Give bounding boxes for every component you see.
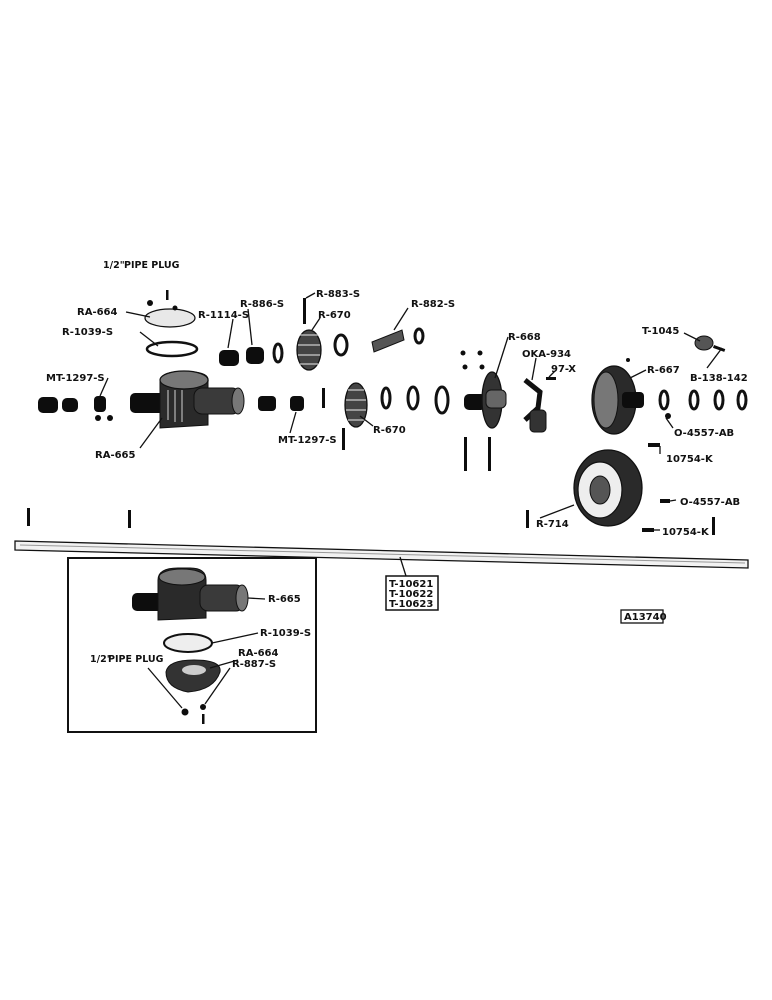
rings-mid	[380, 350, 485, 415]
inset-gasket-r1039s	[163, 633, 213, 653]
label-ra665: RA-665	[95, 450, 136, 461]
cap-t1045	[694, 335, 726, 352]
inset-pipe-plug	[181, 708, 189, 716]
bearing-r886s	[246, 347, 264, 364]
label-mt1297s-mid: MT-1297-S	[278, 435, 337, 446]
label-r714: R-714	[536, 519, 569, 530]
label-pipe-plug-top-num: 1/2"	[103, 260, 125, 271]
bushings-mt1297s-mid	[258, 388, 325, 411]
label-r883s: R-883-S	[316, 289, 360, 300]
shaft-pins	[27, 508, 715, 535]
inset-label-r887s: R-887-S	[232, 659, 276, 670]
callout-labels: 1/2" PIPE PLUG RA-664 R-1039-S MT-1297-S…	[46, 260, 748, 538]
bolt-10754k-2	[642, 528, 654, 532]
label-r882s: R-882-S	[411, 299, 455, 310]
inset-label-r665: R-665	[268, 594, 301, 605]
drum-r667	[591, 358, 644, 435]
shaft-r882s	[371, 327, 425, 353]
inset-label-ra664: RA-664	[238, 648, 279, 659]
inset-box: R-665 R-1039-S 1/2" PIPE PLUG RA-664 R-8…	[67, 557, 317, 733]
inset-label-r1039s: R-1039-S	[260, 628, 311, 639]
washer-ring	[272, 342, 284, 364]
label-r670-top: R-670	[318, 310, 351, 321]
bearing-r1114s	[219, 350, 239, 366]
inset-label-pipe-plug-num: 1/2"	[90, 654, 112, 665]
gear-r670-bottom	[342, 382, 368, 450]
case-r668	[464, 371, 507, 471]
label-ra664-top: RA-664	[77, 307, 118, 318]
inset-housing-r665	[132, 567, 249, 621]
pin-o4557ab-2	[660, 499, 670, 503]
spider-oka934	[523, 378, 547, 433]
label-r1114s: R-1114-S	[198, 310, 249, 321]
label-o4557ab-1: O-4557-AB	[674, 428, 734, 439]
label-10754k-2: 10754-K	[662, 527, 710, 538]
gasket-r1039s-top	[145, 340, 199, 358]
label-t10621: T-10621	[389, 579, 433, 590]
label-t10623: T-10623	[389, 599, 433, 610]
axle-shaft	[14, 540, 749, 569]
label-10754k-1: 10754-K	[666, 454, 714, 465]
gear-r670-top	[296, 329, 322, 371]
label-r668: R-668	[508, 332, 541, 343]
housing-ra665	[130, 370, 245, 429]
pin-r883s	[303, 298, 306, 324]
label-oka934: OKA-934	[522, 349, 571, 360]
label-mt1297s-left: MT-1297-S	[46, 373, 105, 384]
label-r886s: R-886-S	[240, 299, 284, 310]
reference-number: A13740	[620, 609, 667, 624]
washer-r670	[333, 333, 349, 357]
left-bushings	[38, 396, 113, 421]
seal-rings-right	[658, 389, 748, 419]
inset-label-pipe-plug: PIPE PLUG	[108, 654, 164, 665]
label-pipe-plug-top: PIPE PLUG	[124, 260, 180, 271]
drum-r714	[573, 449, 643, 527]
label-t1045: T-1045	[642, 326, 679, 337]
label-r667: R-667	[647, 365, 680, 376]
label-t10622: T-10622	[389, 589, 433, 600]
inset-r887s	[200, 704, 206, 710]
label-b138142: B-138-142	[690, 373, 748, 384]
shaft-part-box: T-10621 T-10622 T-10623	[385, 575, 439, 611]
bolt-10754k-1	[648, 443, 660, 447]
label-o4557ab-2: O-4557-AB	[680, 497, 740, 508]
label-r670-bottom: R-670	[373, 425, 406, 436]
leader-lines	[99, 292, 723, 577]
label-ref: A13740	[624, 612, 667, 623]
inset-cover-ra664	[165, 659, 221, 693]
pin-97x	[546, 377, 556, 380]
cover-ra664-top	[144, 290, 196, 328]
label-r1039s-top: R-1039-S	[62, 327, 113, 338]
label-97x: 97-X	[551, 364, 576, 375]
